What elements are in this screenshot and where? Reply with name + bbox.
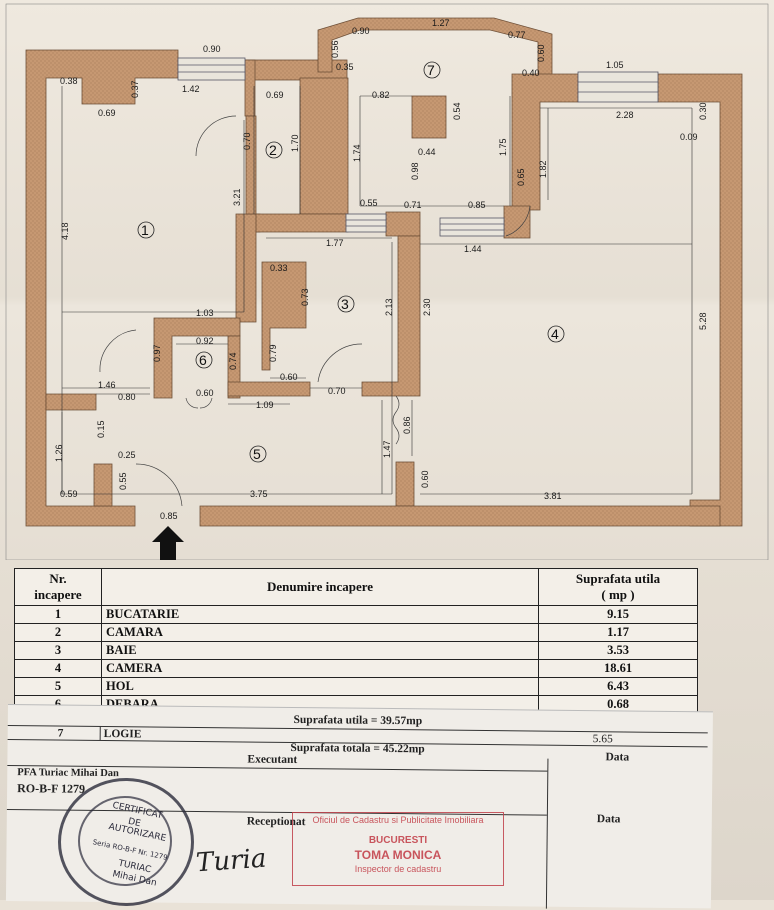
rooms-table: Nr.incapere Denumire incapere Suprafata …: [14, 568, 698, 714]
dim-label: 1.47: [382, 440, 392, 458]
header-area: Suprafata utila( mp ): [538, 568, 698, 606]
dim-label: 0.73: [300, 288, 310, 306]
entrance-arrow-icon: [152, 526, 184, 560]
room-number: 7: [427, 62, 435, 78]
dim-label: 0.33: [270, 263, 288, 273]
dim-label: 0.60: [420, 470, 430, 488]
dim-label: 2.13: [384, 298, 394, 316]
dim-label: 0.79: [268, 344, 278, 362]
dim-label: 0.85: [468, 200, 486, 210]
dim-label: 1.03: [196, 308, 214, 318]
dim-label: 0.40: [522, 68, 540, 78]
dim-label: 0.82: [372, 90, 390, 100]
room-number: 2: [269, 142, 277, 158]
dimension-lines: [61, 86, 693, 495]
dim-label: 0.55: [360, 198, 378, 208]
executant-label: Executant: [247, 753, 298, 767]
dim-label: 0.56: [330, 40, 340, 58]
authorization-stamp-inner: [78, 796, 172, 886]
dim-label: 0.59: [60, 489, 78, 499]
page-frame: [5, 3, 769, 560]
dim-label: 3.75: [250, 489, 268, 499]
table-header-row: Nr.incapere Denumire incapere Suprafata …: [14, 568, 698, 606]
dim-label: 2.28: [616, 110, 634, 120]
dim-label: 1.09: [256, 400, 274, 410]
dim-label: 0.35: [336, 62, 354, 72]
dim-label: 1.46: [98, 380, 116, 390]
windows: [177, 57, 659, 237]
dim-label: 0.54: [452, 102, 462, 120]
dim-label: 3.81: [544, 491, 562, 501]
dim-label: 0.90: [352, 26, 370, 36]
dim-label: 0.38: [60, 76, 78, 86]
dim-label: 2.30: [422, 298, 432, 316]
doors: [99, 115, 531, 507]
dim-label: 0.71: [404, 200, 422, 210]
dim-label: 0.65: [516, 168, 526, 186]
room-number: 1: [141, 222, 149, 238]
executant-signature: Turia: [195, 843, 268, 879]
dim-label: 0.85: [160, 511, 178, 521]
dim-label: 0.60: [196, 388, 214, 398]
dim-label: 0.86: [402, 416, 412, 434]
room-number: 4: [551, 326, 559, 342]
dim-label: 1.26: [54, 444, 64, 462]
dim-label: 0.70: [328, 386, 346, 396]
logie-area: 5.65: [592, 733, 613, 746]
dim-label: 0.37: [130, 80, 140, 98]
dim-label: 0.69: [98, 108, 116, 118]
dim-label: 0.98: [410, 162, 420, 180]
header-nr: Nr.incapere: [14, 568, 102, 606]
dim-label: 1.70: [290, 134, 300, 152]
dim-label: 1.42: [182, 84, 200, 94]
room-number: 5: [253, 446, 261, 462]
dim-label: 0.15: [96, 420, 106, 438]
dim-label: 1.82: [538, 160, 548, 178]
dim-label: 0.55: [118, 472, 128, 490]
dim-label: 0.09: [680, 132, 698, 142]
dim-label: 0.69: [266, 90, 284, 100]
dim-label: 1.44: [464, 244, 482, 254]
dim-label: 0.80: [118, 392, 136, 402]
dim-label: 0.97: [152, 344, 162, 362]
dim-label: 0.70: [242, 132, 252, 150]
dim-label: 1.77: [326, 238, 344, 248]
header-name: Denumire incapere: [101, 568, 539, 606]
dim-label: 1.75: [498, 138, 508, 156]
dim-label: 0.44: [418, 147, 436, 157]
dim-label: 5.28: [698, 312, 708, 330]
dim-label: 0.25: [118, 450, 136, 460]
dim-label: 4.18: [60, 222, 70, 240]
dim-label: 0.30: [698, 102, 708, 120]
dim-label: 1.05: [606, 60, 624, 70]
dim-label: 0.92: [196, 336, 214, 346]
dim-label: 0.77: [508, 30, 526, 40]
walls: [25, 17, 743, 527]
room-markers: [137, 61, 565, 463]
dim-label: 1.74: [352, 144, 362, 162]
room-number: 6: [199, 352, 207, 368]
dim-label: 1.27: [432, 18, 450, 28]
dim-label: 3.21: [232, 188, 242, 206]
dim-label: 0.60: [536, 44, 546, 62]
dimension-labels: 0.90 0.38 0.37 1.42 0.69 0.69 1.70 0.70 …: [54, 18, 708, 521]
dim-label: 0.74: [228, 352, 238, 370]
inspector-stamp: Oficiul de Cadastru si Publicitate Imobi…: [292, 812, 504, 886]
room-number: 3: [341, 296, 349, 312]
logie-nr: 7: [57, 727, 64, 740]
data-label: Data: [605, 751, 630, 764]
floor-plan: 0.90 0.38 0.37 1.42 0.69 0.69 1.70 0.70 …: [5, 3, 769, 560]
dim-label: 0.60: [280, 372, 298, 382]
room-numbers: 1 2 3 4 5 6 7: [141, 62, 559, 462]
data-label-2: Data: [596, 813, 621, 826]
dim-label: 0.90: [203, 44, 221, 54]
